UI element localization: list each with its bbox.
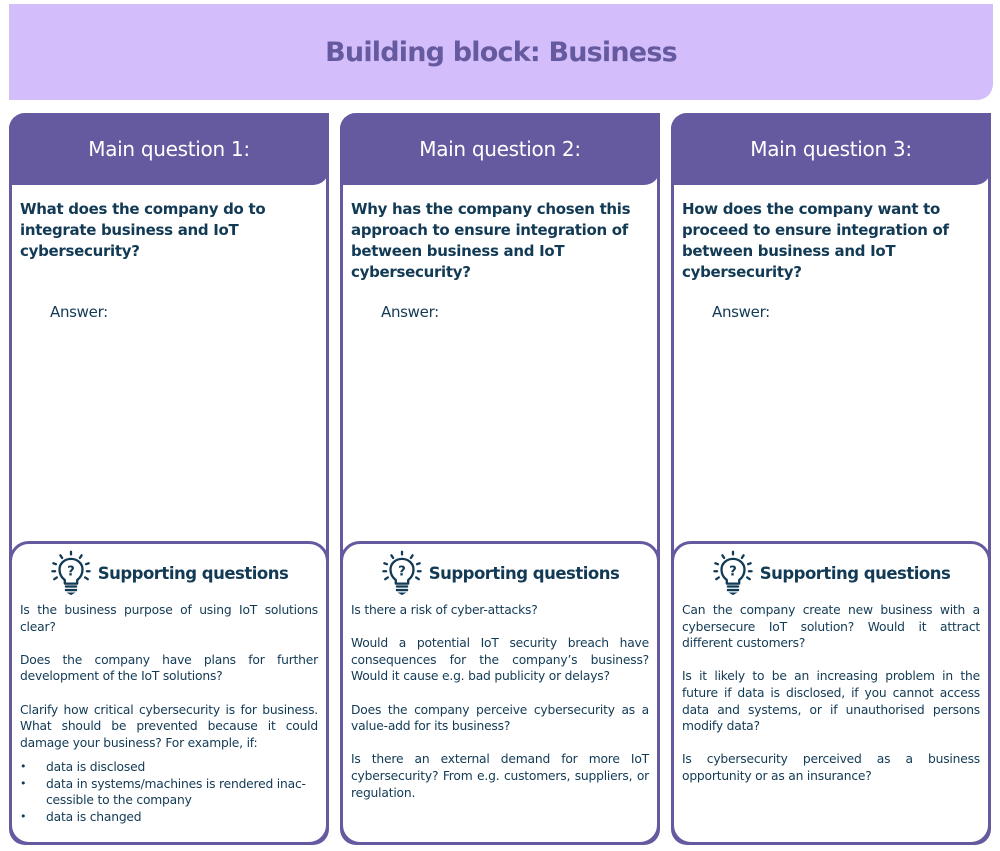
main-question-text: How does the company want to proceed to …: [682, 200, 949, 281]
supporting-question: Is it likely to be an increasing problem…: [682, 669, 980, 734]
supporting-questions-title: Supporting questions: [97, 563, 289, 583]
card-header: Main question 2:: [340, 113, 660, 185]
svg-text:?: ?: [729, 565, 737, 580]
example-list-item: data is changed: [20, 809, 318, 826]
answer-input[interactable]: [20, 329, 320, 529]
supporting-questions-box: ? Supporting questions Is there a risk o…: [340, 541, 660, 845]
card-header: Main question 1:: [9, 113, 329, 185]
supporting-questions-body: Is the business purpose of using IoT sol…: [20, 602, 318, 825]
answer-label: Answer:: [50, 303, 108, 321]
page-banner: Building block: Business: [9, 4, 993, 100]
supporting-question: Does the company have plans for further …: [20, 652, 318, 684]
supporting-question: Can the company create new business with…: [682, 603, 980, 651]
card-header-label: Main question 3:: [750, 137, 912, 161]
answer-input[interactable]: [682, 329, 982, 529]
card-header-label: Main question 2:: [419, 137, 581, 161]
svg-text:?: ?: [398, 565, 406, 580]
answer-input[interactable]: [351, 329, 651, 529]
answer-label: Answer:: [712, 303, 770, 321]
main-question-text: Why has the company chosen this approach…: [351, 200, 631, 281]
main-question-text: What does the company do to integrate bu…: [20, 200, 266, 260]
supporting-question: Does the company perceive cybersecurity …: [351, 702, 649, 734]
card-header-label: Main question 1:: [88, 137, 250, 161]
supporting-questions-body: Can the company create new business with…: [682, 602, 980, 801]
main-question-card-2: Main question 2: Why has the company cho…: [340, 113, 660, 845]
supporting-question: Is there a risk of cyber-attacks?: [351, 603, 538, 617]
card-header: Main question 3:: [671, 113, 991, 185]
supporting-questions-header: ? Supporting questions: [12, 550, 326, 596]
supporting-questions-box: ? Supporting questions Can the company c…: [671, 541, 991, 845]
supporting-questions-box: ? Supporting questions Is the business p…: [9, 541, 329, 845]
lightbulb-question-icon: ?: [381, 550, 422, 596]
supporting-question: Would a potential IoT security breach ha…: [351, 636, 649, 684]
lightbulb-question-icon: ?: [712, 550, 753, 596]
supporting-questions-title: Supporting questions: [759, 563, 951, 583]
supporting-questions-header: ? Supporting questions: [343, 550, 657, 596]
supporting-question: Is cybersecurity perceived as a business…: [682, 752, 980, 783]
example-list-item: data in systems/machines is rendered ina…: [20, 776, 318, 809]
supporting-question: Is the business purpose of using IoT sol…: [20, 603, 318, 634]
main-question-card-1: Main question 1: What does the company d…: [9, 113, 329, 845]
example-list: data is disclosed data in systems/machin…: [20, 759, 318, 825]
supporting-question: Clarify how critical cybersecurity is fo…: [20, 702, 318, 750]
svg-text:?: ?: [67, 565, 75, 580]
supporting-questions-body: Is there a risk of cyber-attacks? Would …: [351, 602, 649, 818]
supporting-questions-title: Supporting questions: [428, 563, 620, 583]
main-question-card-3: Main question 3: How does the company wa…: [671, 113, 991, 845]
supporting-questions-header: ? Supporting questions: [674, 550, 988, 596]
answer-label: Answer:: [381, 303, 439, 321]
example-list-item: data is disclosed: [20, 759, 318, 776]
supporting-question: Is there an external demand for more IoT…: [351, 752, 649, 800]
page-title: Building block: Business: [325, 36, 678, 68]
lightbulb-question-icon: ?: [50, 550, 91, 596]
